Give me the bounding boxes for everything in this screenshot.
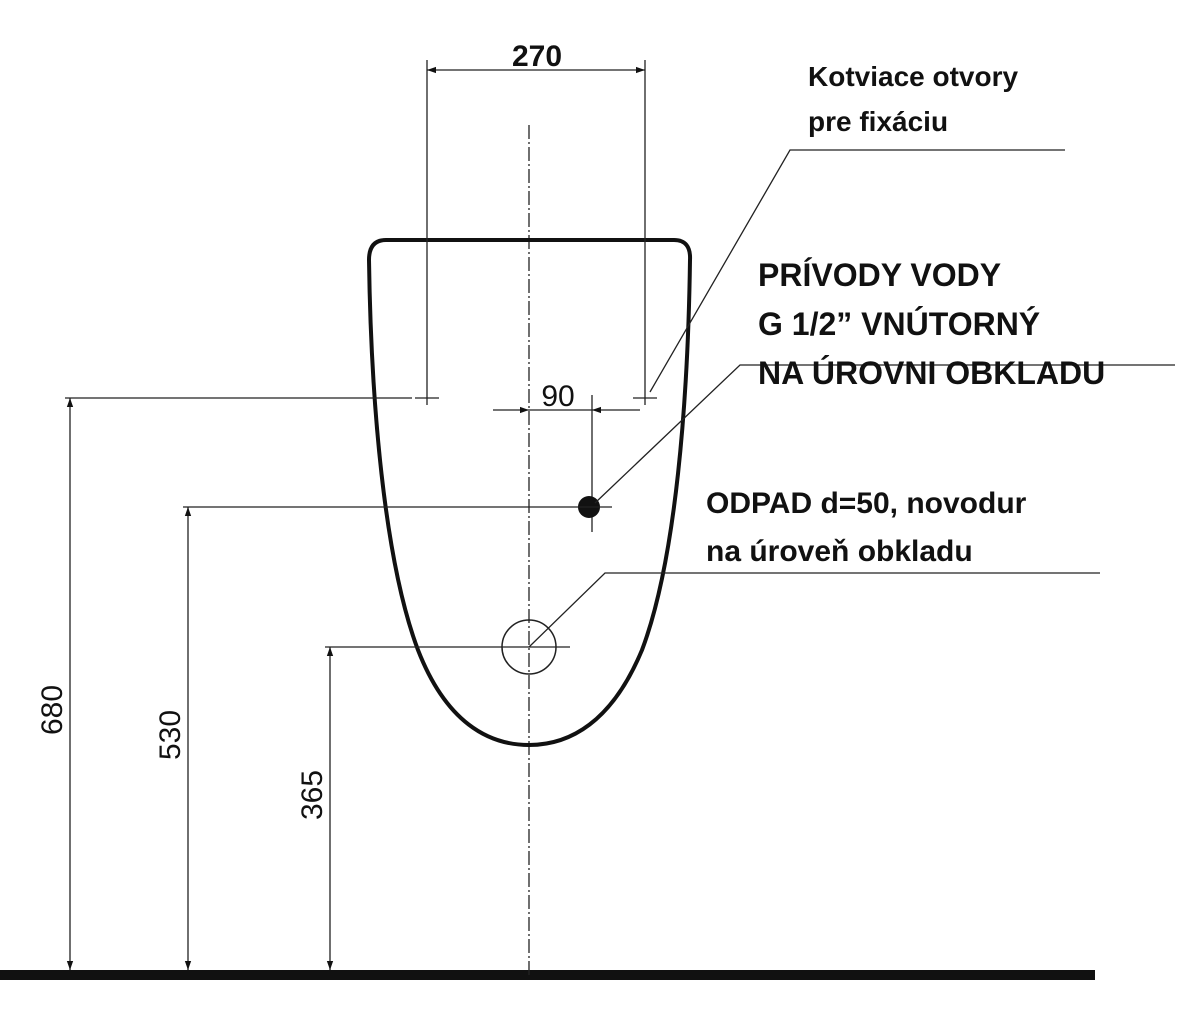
dimension-270: 270 <box>426 40 646 405</box>
water-label-line-2: G 1/2” VNÚTORNÝ <box>758 306 1040 342</box>
water-label-line-3: NA ÚROVNI OBKLADU <box>758 355 1105 391</box>
anchor-label-line-1: Kotviace otvory <box>808 61 1018 92</box>
drain-label-line-2: na úroveň obkladu <box>706 535 973 568</box>
dimension-530-label: 530 <box>154 710 187 760</box>
urinal-outline <box>366 238 693 748</box>
leader-water <box>594 364 1175 504</box>
water-supply-label: PRÍVODY VODY G 1/2” VNÚTORNÝ NA ÚROVNI O… <box>758 257 1105 391</box>
water-label-line-1: PRÍVODY VODY <box>758 257 1001 293</box>
dimension-90-label: 90 <box>541 380 574 413</box>
floor-line <box>0 970 1095 980</box>
dimension-680: 680 <box>36 397 412 970</box>
anchor-label-line-2: pre fixáciu <box>808 106 948 137</box>
drain-label: ODPAD d=50, novodur na úroveň obkladu <box>706 487 1027 568</box>
dimension-365-label: 365 <box>296 770 329 820</box>
leader-drain <box>528 572 1100 648</box>
dimension-530: 530 <box>154 506 612 970</box>
anchor-holes-label: Kotviace otvory pre fixáciu <box>808 61 1018 137</box>
dimension-270-label: 270 <box>512 40 562 73</box>
leader-anchors <box>649 149 1065 393</box>
dimension-680-label: 680 <box>36 685 69 735</box>
dimension-90: 90 <box>493 380 640 532</box>
dimension-365: 365 <box>296 646 570 970</box>
drain-label-line-1: ODPAD d=50, novodur <box>706 487 1027 520</box>
